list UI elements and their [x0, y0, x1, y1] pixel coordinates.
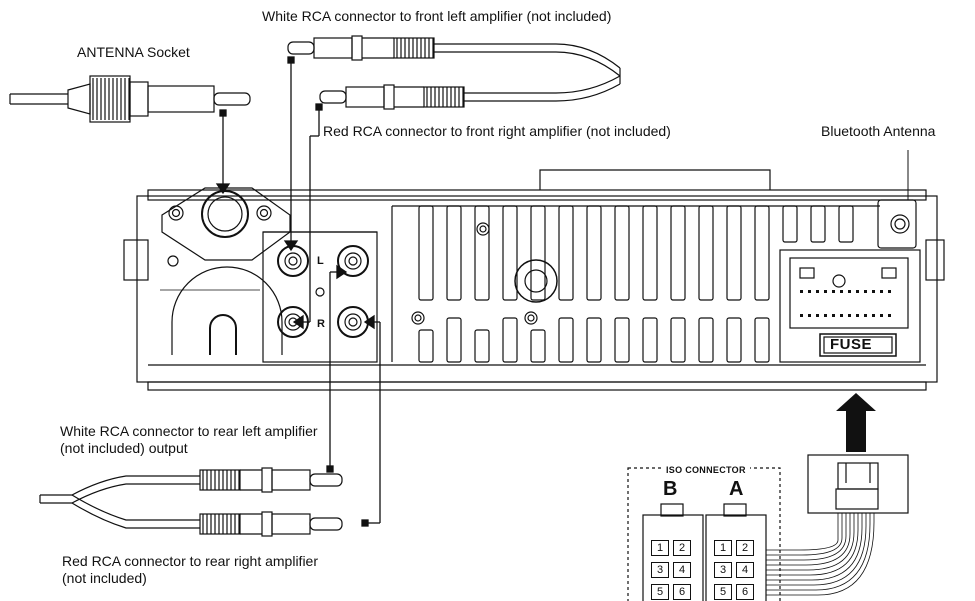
iso-wire — [766, 513, 859, 576]
socket-pin — [840, 290, 843, 293]
label-iso-connector: ISO CONNECTOR — [662, 462, 750, 479]
iso-wire — [766, 513, 871, 591]
rca-cable-front-right — [319, 68, 621, 110]
socket-pin — [808, 314, 811, 317]
iso-wire — [766, 513, 875, 596]
iso-pin: 6 — [673, 584, 691, 600]
antenna-plug — [9, 75, 251, 123]
socket-pin — [800, 290, 803, 293]
iso-connector-b-block — [642, 503, 704, 601]
iso-pin: 3 — [651, 562, 669, 578]
socket-pin — [848, 314, 851, 317]
iso-pin: 2 — [736, 540, 754, 556]
iso-a-pins: 1 2 3 4 5 6 — [714, 540, 758, 600]
iso-pin: 6 — [736, 584, 754, 600]
rca-cable-front-left — [287, 35, 621, 77]
radio-chassis — [123, 169, 945, 391]
socket-pin — [880, 314, 883, 317]
iso-wire — [766, 513, 839, 551]
socket-pin — [832, 314, 835, 317]
label-white-rear-left: White RCA connector to rear left amplifi… — [60, 423, 318, 456]
rca-stripes-top — [396, 38, 464, 107]
iso-wire — [766, 513, 851, 566]
iso-pin: 5 — [651, 584, 669, 600]
label-antenna-socket: ANTENNA Socket — [77, 44, 190, 60]
label-fuse: FUSE — [830, 336, 873, 353]
bluetooth-antenna-block — [877, 150, 917, 249]
socket-pin — [832, 290, 835, 293]
label-white-front-left: White RCA connector to front left amplif… — [262, 8, 612, 24]
label-red-front-right: Red RCA connector to front right amplifi… — [323, 123, 671, 139]
iso-wire — [766, 513, 855, 571]
socket-pin — [816, 290, 819, 293]
iso-connector-frame — [627, 467, 781, 601]
rca-stripes-bottom — [202, 470, 240, 534]
iso-pin: 2 — [673, 540, 691, 556]
heat-sink — [391, 205, 880, 363]
socket-pin — [872, 290, 875, 293]
iso-pin: 1 — [651, 540, 669, 556]
label-channel-r: R — [317, 318, 325, 330]
iso-pin: 5 — [714, 584, 732, 600]
label-red-rear-right: Red RCA connector to rear right amplifie… — [62, 553, 318, 586]
iso-plug — [807, 454, 909, 514]
iso-wire — [766, 513, 847, 561]
rca-cable-rear-right — [39, 494, 343, 537]
socket-pin — [824, 314, 827, 317]
socket-pin — [808, 290, 811, 293]
iso-pin: 4 — [673, 562, 691, 578]
iso-wires — [766, 513, 875, 596]
iso-wire — [766, 513, 843, 556]
socket-pin — [840, 314, 843, 317]
fuse-box — [819, 333, 897, 357]
iso-pin: 4 — [736, 562, 754, 578]
antenna-knurl — [92, 78, 130, 120]
lower-left-arch — [160, 266, 283, 355]
label-bluetooth-antenna: Bluetooth Antenna — [821, 123, 936, 139]
socket-pin — [824, 290, 827, 293]
iso-b-pins: 1 2 3 4 5 6 — [651, 540, 695, 600]
iso-wire — [766, 513, 863, 581]
iso-pin: 1 — [714, 540, 732, 556]
label-iso-a: A — [729, 478, 744, 500]
socket-pin — [856, 314, 859, 317]
socket-pin — [856, 290, 859, 293]
antenna-plate — [161, 187, 291, 261]
socket-pin — [848, 290, 851, 293]
socket-pin — [880, 290, 883, 293]
radio-iso-socket — [779, 249, 921, 363]
socket-pin — [888, 290, 891, 293]
label-channel-l: L — [317, 255, 324, 267]
rca-output-panel — [262, 231, 378, 363]
iso-up-arrow — [836, 393, 876, 452]
socket-pin — [864, 290, 867, 293]
label-iso-b: B — [663, 478, 678, 500]
connection-arrows — [215, 56, 381, 527]
iso-wire — [766, 513, 867, 586]
rca-cable-rear-left — [40, 467, 343, 504]
socket-pin — [872, 314, 875, 317]
socket-pin — [864, 314, 867, 317]
iso-pin: 3 — [714, 562, 732, 578]
socket-pin — [800, 314, 803, 317]
radio-iso-socket-pins — [800, 290, 891, 317]
socket-pin — [888, 314, 891, 317]
socket-pin — [816, 314, 819, 317]
